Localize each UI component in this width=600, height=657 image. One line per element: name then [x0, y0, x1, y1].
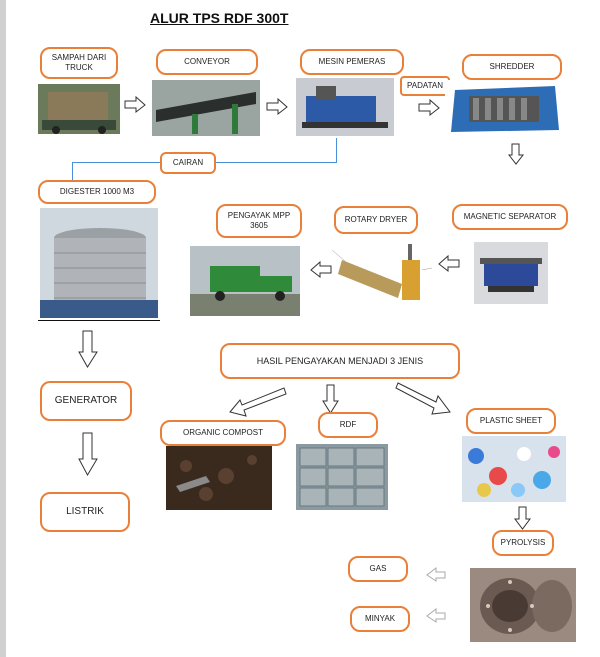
arrow-left-magnetic — [438, 254, 460, 273]
photo-plastic — [462, 436, 566, 502]
photo-digester — [40, 208, 158, 318]
line-cairan-vertical-left — [72, 162, 73, 180]
arrow-down-generator — [78, 432, 98, 477]
photo-truck — [38, 84, 120, 134]
node-conveyor: CONVEYOR — [156, 49, 258, 75]
node-padatan: PADATAN — [400, 76, 450, 96]
node-rdf: RDF — [318, 412, 378, 438]
line-cairan-vertical-right — [336, 138, 337, 162]
arrow-left-rotary — [310, 260, 332, 279]
arrow-to-gas — [426, 566, 446, 582]
photo-compost — [166, 446, 272, 510]
diagram-title: ALUR TPS RDF 300T — [150, 10, 289, 26]
node-compost: ORGANIC COMPOST — [160, 420, 286, 446]
arrow-to-plastic — [395, 382, 451, 415]
node-digester: DIGESTER 1000 M3 — [38, 180, 156, 204]
node-generator: GENERATOR — [40, 381, 132, 421]
arrow-right-1 — [124, 95, 146, 114]
node-pengayak: PENGAYAK MPP 3605 — [216, 204, 302, 238]
photo-rdf — [296, 444, 388, 510]
arrow-down-shredder — [507, 143, 525, 165]
node-hasil: HASIL PENGAYAKAN MENJADI 3 JENIS — [220, 343, 460, 379]
photo-pyrolysis — [470, 568, 576, 642]
arrow-down-plastic — [514, 506, 531, 530]
arrow-to-minyak — [426, 607, 446, 623]
node-gas: GAS — [348, 556, 408, 582]
page-edge — [0, 0, 6, 657]
photo-conveyor — [152, 80, 260, 136]
arrow-to-rdf — [322, 384, 339, 414]
node-magnetic: MAGNETIC SEPARATOR — [452, 204, 568, 230]
arrow-to-compost — [229, 387, 287, 417]
node-rotary: ROTARY DRYER — [334, 206, 418, 234]
node-sampah: SAMPAH DARI TRUCK — [40, 47, 118, 79]
arrow-down-digester — [78, 330, 98, 368]
node-pemeras: MESIN PEMERAS — [300, 49, 404, 75]
node-listrik: LISTRIK — [40, 492, 130, 532]
photo-magnetic — [474, 242, 548, 304]
photo-shredder — [445, 80, 565, 138]
node-minyak: MINYAK — [350, 606, 410, 632]
node-cairan: CAIRAN — [160, 152, 216, 174]
photo-pengayak — [190, 246, 300, 316]
photo-rotary — [332, 240, 432, 316]
node-plastic: PLASTIC SHEET — [466, 408, 556, 434]
node-pyrolysis: PYROLYSIS — [492, 530, 554, 556]
arrow-right-3 — [418, 98, 440, 117]
node-shredder: SHREDDER — [462, 54, 562, 80]
arrow-right-2 — [266, 97, 288, 116]
digester-underline — [38, 320, 160, 321]
photo-pemeras — [296, 78, 394, 136]
